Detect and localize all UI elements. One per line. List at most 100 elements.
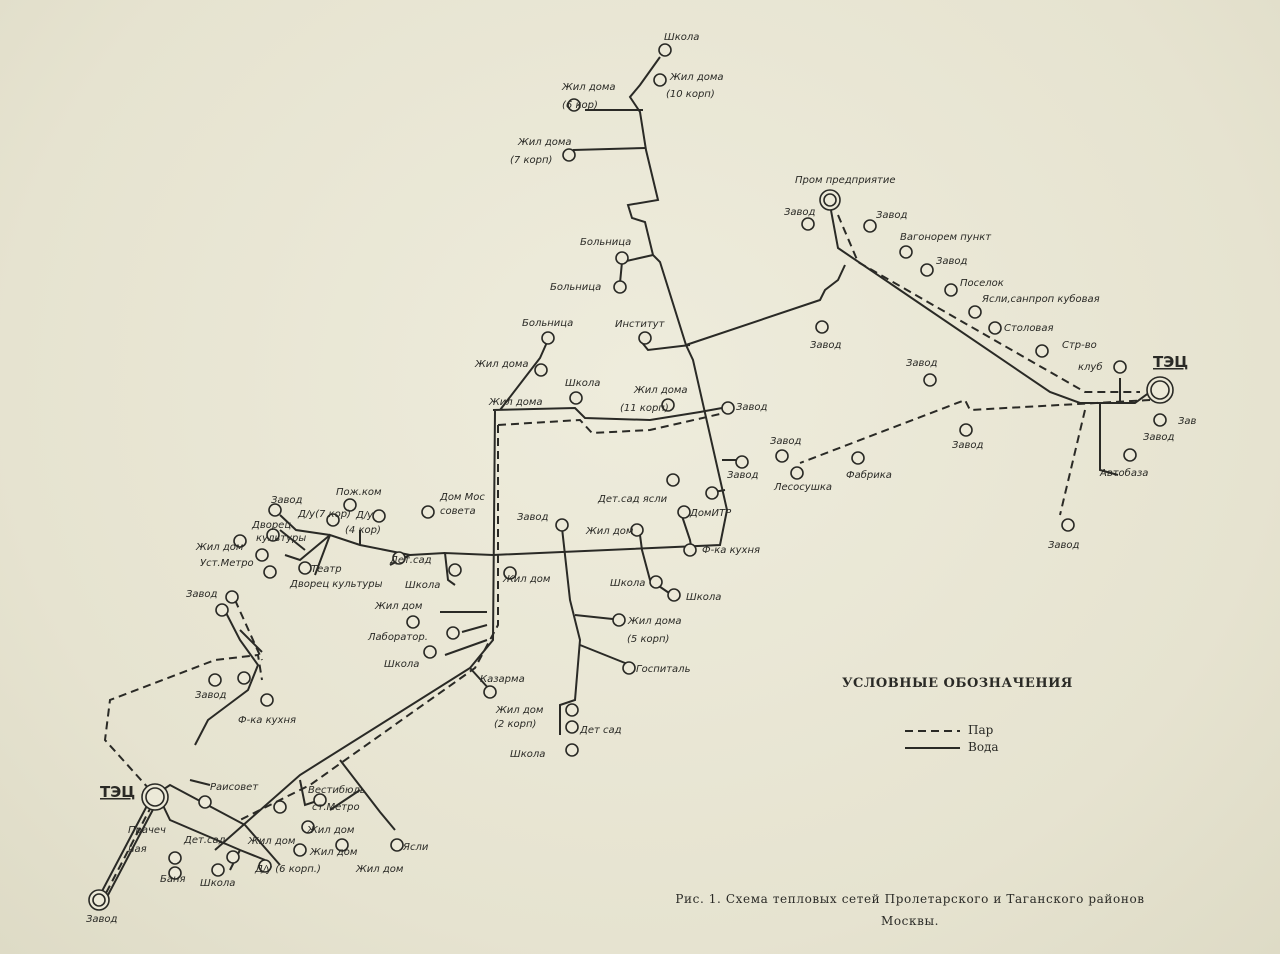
- steam-pipe: [239, 413, 721, 821]
- consumer-node: [483, 685, 497, 699]
- consumer-node: [658, 43, 672, 57]
- consumer-node: [92, 893, 106, 907]
- consumer-node: [534, 363, 548, 377]
- consumer-node: [630, 523, 644, 537]
- node-label: (11 корп): [620, 403, 669, 414]
- node-label: Фабрика: [846, 469, 892, 481]
- steam-pipe: [837, 214, 1140, 393]
- consumer-node: [335, 838, 349, 852]
- node-label: Школа: [405, 580, 440, 591]
- consumer-node: [920, 263, 934, 277]
- consumer-node: [263, 565, 277, 579]
- consumer-node: [233, 534, 247, 548]
- consumer-node: [661, 398, 675, 412]
- legend-title: УСЛОВНЫЕ ОБОЗНАЧЕНИЯ: [842, 676, 1073, 691]
- consumer-node: [168, 866, 182, 880]
- node-label: Институт: [615, 319, 666, 330]
- consumer-node: [258, 859, 272, 873]
- node-label: Завод: [736, 402, 768, 413]
- node-label: (6 кор): [562, 100, 598, 111]
- legend-symbols: [905, 730, 960, 749]
- consumer-node: [1153, 413, 1167, 427]
- node-label: Пож.ком: [336, 487, 382, 498]
- consumer-node: [613, 280, 627, 294]
- consumer-node: [735, 455, 749, 469]
- node-label: Больница: [550, 282, 601, 293]
- consumer-node: [225, 590, 239, 604]
- consumer-node: [392, 551, 406, 565]
- node-label: Жил дома: [474, 359, 529, 370]
- node-label: ная: [128, 844, 147, 855]
- node-label: Завод: [195, 690, 227, 701]
- steam-pipe: [104, 804, 153, 896]
- node-label: совета: [440, 506, 476, 517]
- consumer-node: [215, 603, 229, 617]
- node-label: (2 корп): [494, 719, 536, 730]
- node-label: Завод: [770, 436, 802, 447]
- node-label: Дет сад: [579, 725, 622, 736]
- node-label: Жил дома: [627, 616, 682, 627]
- node-label: Школа: [565, 378, 600, 389]
- consumer-node: [565, 720, 579, 734]
- consumer-node: [638, 331, 652, 345]
- consumer-node: [503, 566, 517, 580]
- consumer-node: [959, 423, 973, 437]
- consumer-node: [666, 473, 680, 487]
- node-label: культуры: [256, 533, 306, 544]
- consumer-node: [390, 838, 404, 852]
- consumer-node: [612, 613, 626, 627]
- consumer-node: [226, 850, 240, 864]
- node-label: Ясли,санпроп кубовая: [981, 293, 1100, 305]
- node-label: Больница: [580, 237, 631, 248]
- node-label: Жил дома: [488, 397, 543, 408]
- node-label: Вагонорем пункт: [900, 232, 992, 243]
- consumer-node: [326, 513, 340, 527]
- consumer-node: [683, 543, 697, 557]
- node-label: (7 корп): [510, 155, 552, 166]
- consumer-node: [653, 73, 667, 87]
- consumer-node: [622, 661, 636, 675]
- water-pipe: [829, 204, 1151, 404]
- node-label: Жил дом: [247, 836, 296, 847]
- node-label: ТЭЦ: [100, 783, 135, 801]
- water-pipe: [440, 611, 491, 691]
- consumer-node: [801, 217, 815, 231]
- node-label: Жил дом: [195, 542, 244, 553]
- node-label: Д/у (6 корп.): [254, 864, 321, 875]
- consumer-node: [301, 820, 315, 834]
- node-label: ст.Метро: [312, 802, 360, 813]
- consumer-node: [790, 466, 804, 480]
- consumer-node: [145, 787, 165, 807]
- consumer-node: [565, 703, 579, 717]
- node-labels: Школа Жил дома (10 корп) Жил дома (6 кор…: [86, 32, 1197, 925]
- consumer-node: [448, 563, 462, 577]
- consumer-node: [208, 673, 222, 687]
- consumer-node: [372, 509, 386, 523]
- node-label: Ф-ка кухня: [238, 715, 296, 726]
- consumer-node: [1123, 448, 1137, 462]
- node-label: Лесосушка: [773, 482, 832, 493]
- consumer-node: [421, 505, 435, 519]
- consumer-node: [237, 671, 251, 685]
- node-label: (5 корп): [627, 634, 669, 645]
- legend-water-label: Вода: [968, 740, 999, 754]
- legend-steam-label: Пар: [968, 723, 994, 737]
- consumer-node: [705, 486, 719, 500]
- node-label: ДомИТР: [689, 508, 732, 519]
- consumer-node: [211, 863, 225, 877]
- caption-line-1: Рис. 1. Схема тепловых сетей Пролетарско…: [675, 892, 1145, 906]
- node-label: Завод: [86, 914, 118, 925]
- water-pipe: [492, 56, 729, 556]
- node-label: Жил дом: [355, 864, 404, 875]
- water-pipe: [189, 604, 263, 786]
- figure-caption: Рис. 1. Схема тепловых сетей Пролетарско…: [560, 888, 1260, 932]
- node-label: Ясли: [402, 842, 429, 853]
- node-label: Автобаза: [1099, 467, 1148, 479]
- consumer-node: [815, 320, 829, 334]
- node-label: Завод: [784, 207, 816, 218]
- consumer-node: [565, 743, 579, 757]
- node-label: Жил дом: [502, 574, 551, 585]
- consumer-node: [562, 148, 576, 162]
